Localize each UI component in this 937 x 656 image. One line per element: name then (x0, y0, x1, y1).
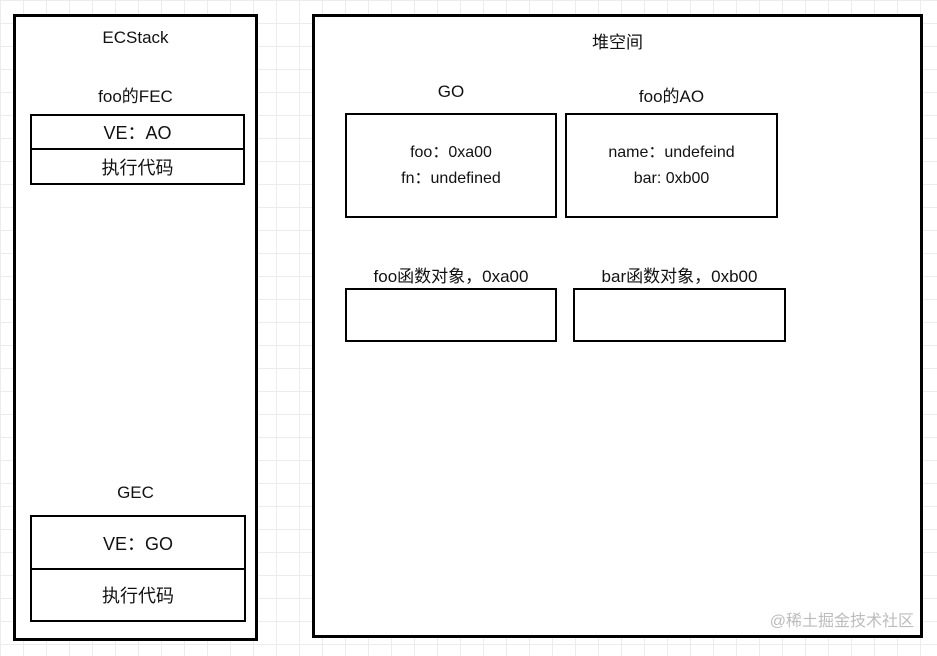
go-object-line-fn: fn：undefined (401, 169, 501, 187)
fec-label: foo的FEC (98, 87, 173, 106)
go-object-label: GO (437, 82, 465, 101)
fec-table: VE：AO 执行代码 (30, 114, 245, 185)
go-object-box: foo：0xa00 fn：undefined (345, 113, 557, 218)
ao-object-box: name：undefeind bar: 0xb00 (565, 113, 778, 218)
ecstack-panel: ECStack foo的FEC VE：AO 执行代码 GEC VE：GO 执行代… (13, 14, 258, 641)
bar-function-label: bar函数对象，0xb00 (601, 267, 758, 286)
fec-ve-row: VE：AO (103, 123, 172, 143)
watermark: @稀土掘金技术社区 (769, 613, 914, 630)
fec-code-row: 执行代码 (32, 148, 243, 183)
go-object-line-foo: foo：0xa00 (410, 143, 492, 161)
gec-code-row: 执行代码 (32, 568, 244, 620)
ao-object-line-name: name：undefeind (608, 143, 735, 161)
ao-object-line-bar: bar: 0xb00 (633, 169, 710, 187)
ao-object-label: foo的AO (638, 87, 705, 106)
ecstack-title: ECStack (102, 28, 169, 47)
foo-function-box (345, 288, 557, 342)
foo-function-label: foo函数对象，0xa00 (373, 267, 529, 286)
heap-panel: 堆空间 GO foo：0xa00 fn：undefined foo的AO nam… (312, 14, 923, 638)
heap-title: 堆空间 (592, 33, 643, 52)
gec-label: GEC (117, 483, 154, 502)
gec-ve-row: VE：GO (102, 533, 173, 554)
gec-table: VE：GO 执行代码 (30, 515, 246, 622)
bar-function-box (573, 288, 786, 342)
